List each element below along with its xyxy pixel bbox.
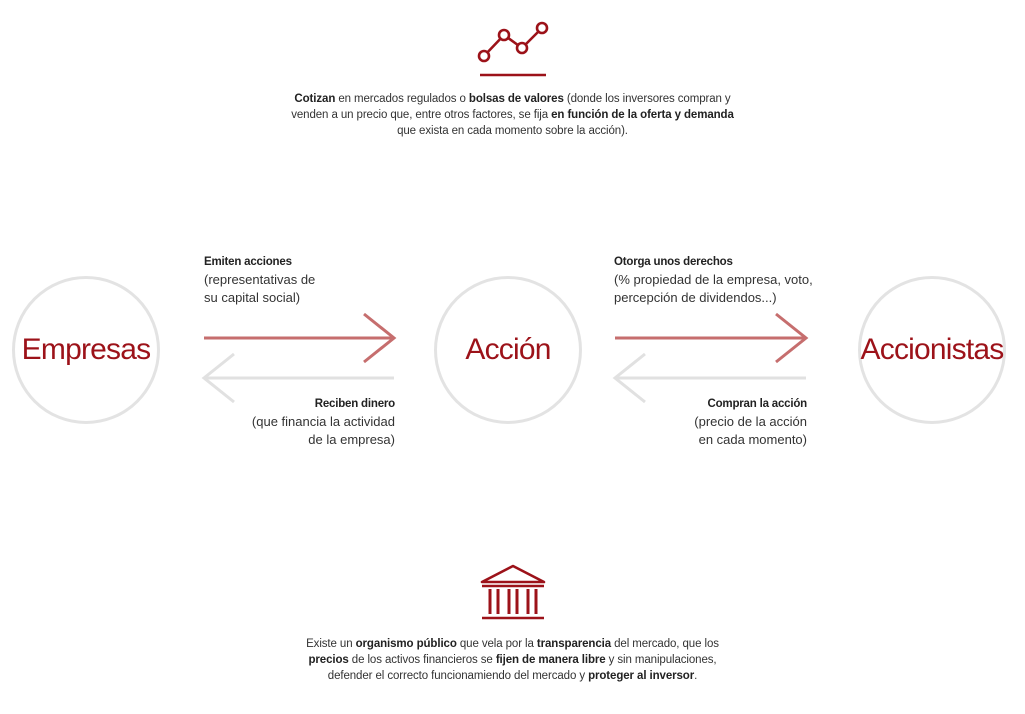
emphasis-text: Cotizan (294, 93, 336, 105)
label-otorga-line1: (% propiedad de la empresa, voto, (614, 272, 813, 287)
emphasis-text: transparencia (536, 638, 612, 650)
node-empresas: Empresas (12, 276, 160, 424)
label-compran-heading: Compran la acción (707, 398, 808, 410)
bank-building-icon (480, 564, 546, 620)
label-reciben: Reciben dinero (que financia la activida… (220, 395, 395, 449)
label-compran-line2: en cada momento) (698, 432, 807, 447)
body-text: . (694, 670, 698, 682)
market-description: Cotizan en mercados regulados o bolsas d… (290, 91, 735, 139)
emphasis-text: proteger al inversor (588, 670, 695, 682)
label-emiten: Emiten acciones (representativas de su c… (204, 253, 315, 307)
node-label-accion: Acción (465, 333, 551, 366)
body-text: y sin manipulaciones, defender el correc… (327, 654, 717, 682)
body-text: Existe un (306, 638, 356, 650)
body-text: (donde los inversores compran y venden a… (291, 93, 731, 121)
label-otorga-heading: Otorga unos derechos (614, 256, 733, 268)
emphasis-text: bolsas de valores (468, 93, 564, 105)
body-text: que vela por la (456, 638, 537, 650)
body-text: de los activos financieros se (348, 654, 496, 666)
body-text: en mercados regulados o (335, 93, 469, 105)
label-otorga: Otorga unos derechos (% propiedad de la … (614, 253, 813, 307)
label-reciben-line2: de la empresa) (308, 432, 395, 447)
emphasis-text: precios (308, 654, 349, 666)
label-emiten-heading: Emiten acciones (204, 256, 292, 268)
label-emiten-line1: (representativas de (204, 272, 316, 287)
node-accion: Acción (434, 276, 582, 424)
label-otorga-line2: percepción de dividendos...) (614, 290, 777, 305)
emphasis-text: en función de la oferta y demanda (551, 109, 734, 121)
label-reciben-heading: Reciben dinero (314, 398, 395, 410)
label-compran-line1: (precio de la acción (694, 414, 807, 429)
body-text: del mercado, que los (611, 638, 719, 650)
arrow-otorga (615, 312, 809, 364)
body-text: que exista en cada momento sobre la acci… (397, 125, 628, 137)
arrow-emiten (204, 312, 397, 364)
node-label-empresas: Empresas (21, 333, 151, 366)
emphasis-text: fijen de manera libre (495, 654, 606, 666)
node-label-accionistas: Accionistas (860, 333, 1005, 366)
label-reciben-line1: (que financia la actividad (251, 414, 395, 429)
regulator-description: Existe un organismo público que vela por… (285, 636, 740, 684)
line-chart-icon (477, 21, 549, 77)
emphasis-text: organismo público (355, 638, 457, 650)
label-emiten-line2: su capital social) (204, 290, 301, 305)
node-accionistas: Accionistas (858, 276, 1006, 424)
label-compran: Compran la acción (precio de la acción e… (640, 395, 807, 449)
